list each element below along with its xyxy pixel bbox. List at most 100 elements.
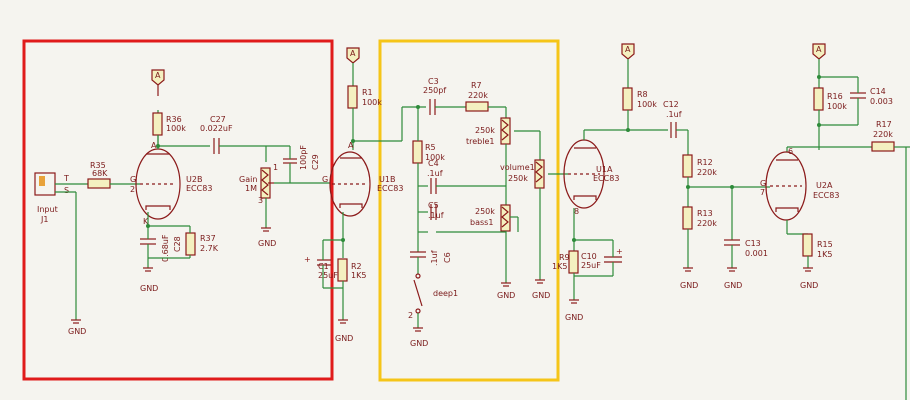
svg-text:+: + — [304, 255, 311, 264]
ground-symbol — [569, 299, 579, 304]
resistor-r17: R17 220k — [871, 120, 895, 152]
resistor-r15: R15 1K5 — [802, 233, 833, 259]
tube-u1a: U1A ECC83 8 — [563, 139, 619, 216]
resistor-r7: R7 220k — [465, 81, 489, 112]
gnd-label: GND — [680, 281, 698, 290]
capacitor-c4: C4 .1uf — [427, 159, 443, 194]
u2a-ref: U2A — [816, 181, 833, 190]
bass-label: bass1 — [470, 218, 493, 227]
c5-value: .1uf — [428, 211, 444, 220]
gnd-label: GND — [335, 334, 353, 343]
volume-label: volume1 — [500, 163, 535, 172]
potentiometer-volume: volume1 250k — [500, 159, 545, 189]
capacitor-c29: 100pF C29 — [283, 145, 320, 170]
r16-ref: R16 — [827, 92, 843, 101]
ground-symbol — [261, 227, 271, 232]
r8-value: 100k — [637, 100, 657, 109]
gnd-label: GND — [565, 313, 583, 322]
power-flag-label: A — [350, 49, 356, 58]
deep-pin-2: 2 — [408, 311, 413, 320]
r7-value: 220k — [468, 91, 488, 100]
potentiometer-gain: Gain 1M 1 3 — [239, 163, 278, 205]
u1a-value: ECC83 — [593, 174, 619, 183]
r8-ref: R8 — [637, 90, 648, 99]
c1-value: 25uF — [318, 271, 338, 280]
r12-ref: R12 — [697, 158, 713, 167]
capacitor-c14: C14 0.003 — [850, 87, 893, 106]
deep-label: deep1 — [433, 289, 458, 298]
u1b-pin-g: G — [322, 175, 328, 184]
resistor-r2: R2 1K5 — [337, 258, 366, 282]
u1b-ref: U1B — [379, 175, 395, 184]
u2a-pin-g: G — [760, 179, 766, 188]
resistor-r12: R12 220k — [682, 154, 717, 178]
c13-value: 0.001 — [745, 249, 768, 258]
r17-value: 220k — [873, 130, 893, 139]
treble-label: treble1 — [466, 137, 494, 146]
u2a-pin-7: 7 — [760, 188, 765, 197]
gnd-label: GND — [258, 239, 276, 248]
capacitor-c10: + C10 25uF — [581, 247, 623, 270]
tone-stack-highlight — [378, 39, 560, 382]
volume-value: 250k — [508, 174, 528, 183]
ground-symbol — [501, 282, 511, 287]
ground-symbol — [143, 267, 153, 272]
r5-ref: R5 — [425, 143, 436, 152]
svg-text:+: + — [616, 247, 623, 256]
ground-symbol — [535, 279, 545, 284]
capacitor-c5: C5 .1uf — [428, 201, 444, 220]
c3-value: 250pf — [423, 86, 446, 95]
r7-ref: R7 — [471, 81, 482, 90]
resistor-r35: R35 68K — [87, 161, 111, 189]
tube-u1b: U1B ECC83 G A — [322, 141, 403, 217]
u2b-ref: U2B — [186, 175, 202, 184]
ground-symbol — [727, 267, 737, 272]
capacitor-c12: C12 .1uf — [663, 100, 682, 138]
u2b-pin-g: G — [130, 175, 136, 184]
c6-ref: C6 — [443, 252, 452, 263]
resistor-r9: R9 1K5 — [552, 250, 579, 274]
c14-value: 0.003 — [870, 97, 893, 106]
jack-pin-t: T — [63, 174, 69, 183]
c10-ref: C10 — [581, 252, 597, 261]
resistor-r36: R36 100k — [152, 112, 186, 136]
r5-value: 100k — [425, 153, 445, 162]
ground-symbol — [338, 319, 348, 324]
c28-value: 0.68uF — [161, 234, 170, 262]
r13-ref: R13 — [697, 209, 713, 218]
u1a-pin-8: 8 — [574, 207, 579, 216]
u1b-value: ECC83 — [377, 184, 403, 193]
ground-symbol — [683, 267, 693, 272]
capacitor-c3: C3 250pf — [423, 77, 446, 115]
c29-value: 100pF — [299, 145, 308, 170]
gnd-label: GND — [140, 284, 158, 293]
power-flag-a: A — [621, 43, 635, 60]
jack-label: Input — [37, 205, 58, 214]
r15-ref: R15 — [817, 240, 833, 249]
gain-label: Gain — [239, 175, 257, 184]
gnd-label: GND — [532, 291, 550, 300]
r2-ref: R2 — [351, 262, 362, 271]
r36-ref: R36 — [166, 115, 182, 124]
u2a-value: ECC83 — [813, 191, 839, 200]
treble-value: 250k — [475, 126, 495, 135]
power-flag-a: A — [151, 69, 165, 96]
c4-ref: C4 — [428, 159, 439, 168]
ground-symbol — [71, 319, 81, 324]
capacitor-c13: C13 0.001 — [724, 239, 768, 258]
ground-symbol — [413, 327, 423, 332]
c12-ref: C12 — [663, 100, 679, 109]
r17-ref: R17 — [876, 120, 892, 129]
c5-ref: C5 — [428, 201, 439, 210]
ground-symbol — [803, 267, 813, 272]
power-flag-a: A — [346, 47, 360, 64]
u1b-pin-a: A — [348, 141, 354, 150]
potentiometer-treble: 250k treble1 — [466, 117, 511, 146]
tube-u2a: U2A ECC83 G 7 6 — [760, 147, 839, 221]
c29-ref: C29 — [311, 154, 320, 170]
c4-value: .1uf — [427, 169, 443, 178]
input-stage-highlight — [22, 39, 334, 381]
r1-value: 100k — [362, 98, 382, 107]
gnd-label: GND — [800, 281, 818, 290]
resistor-r13: R13 220k — [682, 206, 717, 230]
